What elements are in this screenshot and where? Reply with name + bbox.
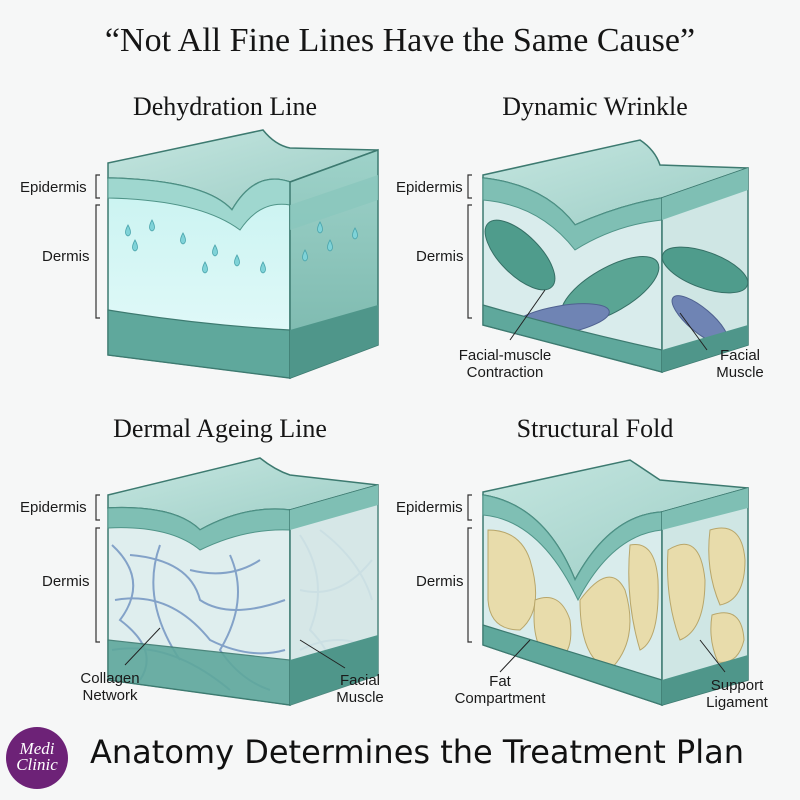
callout-collagen-network: Collagen Network <box>80 670 140 704</box>
page-title: “Not All Fine Lines Have the Same Cause” <box>104 22 696 59</box>
layer-brackets <box>95 174 472 643</box>
callout-fat-compartment: Fat Compartment <box>454 673 546 707</box>
label-epidermis-3: Epidermis <box>20 499 87 516</box>
panel-title-dehydration: Dehydration Line <box>132 92 318 121</box>
block-structural <box>482 459 749 707</box>
label-dermis-1: Dermis <box>42 248 90 265</box>
label-dermis-3: Dermis <box>42 573 90 590</box>
callout-support-ligament: Support Ligament <box>706 677 768 711</box>
logo-text-line2: Clinic <box>16 755 58 774</box>
footer-tagline: Anatomy Determines the Treatment Plan <box>90 733 744 771</box>
callout-facial-muscle-2: Facial Muscle <box>716 347 764 381</box>
label-dermis-4: Dermis <box>416 573 464 590</box>
block-dehydration <box>107 129 379 380</box>
callout-facial-muscle-contraction: Facial-muscle Contraction <box>458 347 552 381</box>
label-epidermis-1: Epidermis <box>20 179 87 196</box>
panel-title-dynamic: Dynamic Wrinkle <box>502 92 688 121</box>
label-dermis-2: Dermis <box>416 248 464 265</box>
label-epidermis-2: Epidermis <box>396 179 463 196</box>
label-epidermis-4: Epidermis <box>396 499 463 516</box>
block-dynamic <box>482 139 749 374</box>
panel-title-dermal-ageing: Dermal Ageing Line <box>113 414 327 443</box>
block-dermal-ageing <box>107 457 379 707</box>
clinic-logo: Medi Clinic <box>6 727 68 789</box>
panel-title-structural: Structural Fold <box>516 414 674 443</box>
callout-facial-muscle-3: Facial Muscle <box>336 672 384 706</box>
logo-text-line1: Medi <box>19 739 55 758</box>
